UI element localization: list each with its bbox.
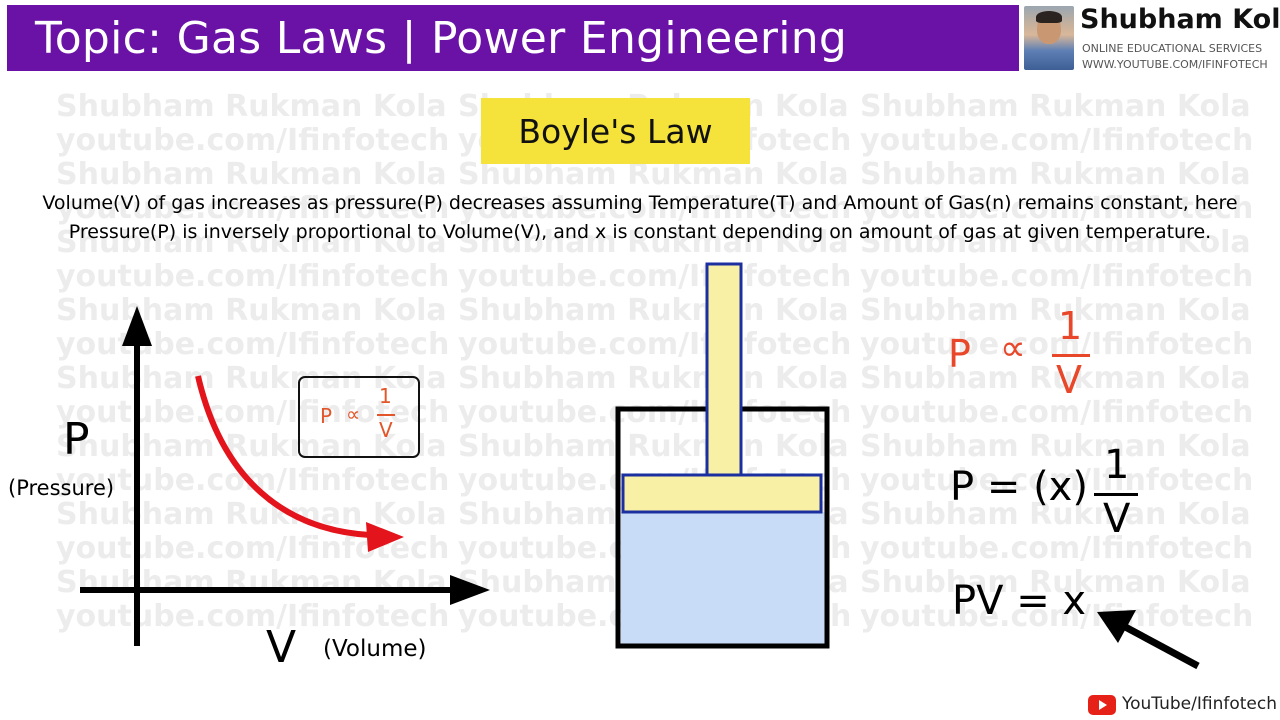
x-axis-word: (Volume) <box>323 636 427 662</box>
watermark-line: youtube.com/Ifinfotech <box>56 123 450 158</box>
watermark-line: Shubham Rukman Kola <box>860 225 1251 260</box>
brand-tagline: ONLINE EDUCATIONAL SERVICES <box>1082 42 1263 55</box>
watermark-line: youtube.com/Ifinfotech <box>458 327 852 362</box>
product-formula: PV = x <box>952 578 1087 624</box>
brand-name: Shubham Kola <box>1080 4 1280 35</box>
law-title: Boyle's Law <box>518 111 713 151</box>
x-axis-symbol: V <box>266 622 297 673</box>
curve-arrowhead <box>366 522 404 552</box>
brand-url: WWW.YOUTUBE.COM/IFINFOTECH <box>1082 58 1268 71</box>
watermark-line: Shubham Rukman Kola <box>458 225 849 260</box>
presenter-hair <box>1036 11 1062 23</box>
box-formula-denominator: V <box>379 418 393 442</box>
piston-head <box>621 473 823 514</box>
watermark-line: youtube.com/Ifinfotech <box>56 259 450 294</box>
law-description: Volume(V) of gas increases as pressure(P… <box>0 189 1280 247</box>
watermark-line: Shubham Rukman Kola <box>56 293 447 328</box>
watermark-line: Shubham Rukman Kola <box>860 361 1251 396</box>
watermark-line: youtube.com/Ifinfotech <box>56 395 450 430</box>
watermark-line: youtube.com/Ifinfotech <box>860 599 1254 634</box>
box-formula-numerator: 1 <box>379 384 392 408</box>
watermark-line: youtube.com/Ifinfotech <box>860 123 1254 158</box>
proportional-formula-denominator: V <box>1056 358 1082 402</box>
pointer-arrowhead <box>1097 610 1136 643</box>
watermark-line: Shubham Rukman Kola <box>458 361 849 396</box>
watermark-line: Shubham Rukman Kola <box>56 157 447 192</box>
watermark-line: Shubham Rukman Kola <box>860 89 1251 124</box>
presenter-photo <box>1024 6 1074 70</box>
watermark-line: youtube.com/Ifinfotech <box>860 259 1254 294</box>
box-formula-lhs: P <box>320 404 333 428</box>
watermark-line: youtube.com/Ifinfotech <box>56 599 450 634</box>
graph-formula-box: P ∝ 1 V <box>298 376 420 458</box>
watermark-line: youtube.com/Ifinfotech <box>458 259 852 294</box>
watermark-line: Shubham Rukman Kola <box>56 497 447 532</box>
equation-lhs: P = (x) <box>950 464 1088 510</box>
watermark-line: Shubham Rukman Kola <box>56 361 447 396</box>
youtube-icon <box>1088 695 1116 715</box>
watermark-line: youtube.com/Ifinfotech <box>56 327 450 362</box>
play-icon <box>1099 700 1107 710</box>
cylinder-wall <box>615 406 830 649</box>
watermark-line: youtube.com/Ifinfotech <box>458 191 852 226</box>
watermark-line: Shubham Rukman Kola <box>860 157 1251 192</box>
watermark-line: youtube.com/Ifinfotech <box>458 395 852 430</box>
law-title-badge: Boyle's Law <box>481 98 750 164</box>
y-axis-arrowhead <box>122 306 152 346</box>
watermark-line: Shubham Rukman Kola <box>56 89 447 124</box>
proportional-formula-fraction-bar <box>1052 354 1090 357</box>
watermark-line: Shubham Rukman Kola <box>458 429 849 464</box>
x-axis-arrowhead <box>450 575 490 605</box>
watermark-line: Shubham Rukman Kola <box>860 497 1251 532</box>
youtube-channel-label: YouTube/Ifinfotech <box>1122 694 1277 714</box>
watermark-line: youtube.com/Ifinfotech <box>860 463 1254 498</box>
watermark-line: Shubham Rukman Kola <box>458 293 849 328</box>
gas-volume <box>621 512 825 644</box>
y-axis-symbol: P <box>63 414 90 465</box>
equation-denominator: V <box>1103 496 1131 542</box>
pointer-arrow-shaft <box>1114 618 1200 670</box>
watermark-line: Shubham Rukman Kola <box>56 565 447 600</box>
description-line-1: Volume(V) of gas increases as pressure(P… <box>42 192 1238 214</box>
y-axis-word: (Pressure) <box>8 476 115 500</box>
watermark-line: Shubham Rukman Kola <box>860 565 1251 600</box>
equation-fraction-bar <box>1094 493 1138 496</box>
watermark-line: youtube.com/Ifinfotech <box>56 191 450 226</box>
watermark-line: youtube.com/Ifinfotech <box>860 191 1254 226</box>
watermark-line: Shubham Rukman Kola <box>860 293 1251 328</box>
pressure-volume-curve <box>195 375 371 538</box>
watermark-line: youtube.com/Ifinfotech <box>860 395 1254 430</box>
equation-numerator: 1 <box>1104 442 1130 488</box>
piston-rod <box>705 262 743 478</box>
box-formula-fraction-bar <box>377 414 395 416</box>
topic-banner: Topic: Gas Laws | Power Engineering <box>7 5 1019 71</box>
description-line-2: Pressure(P) is inversely proportional to… <box>68 221 1212 243</box>
watermark-line: youtube.com/Ifinfotech <box>860 531 1254 566</box>
proportional-formula-relation: ∝ <box>1000 328 1026 369</box>
watermark-line: Shubham Rukman Kola <box>860 429 1251 464</box>
topic-title: Topic: Gas Laws | Power Engineering <box>35 12 848 64</box>
box-formula-relation: ∝ <box>346 402 361 426</box>
watermark-line: Shubham Rukman Kola <box>56 225 447 260</box>
proportional-formula-numerator: 1 <box>1058 304 1083 348</box>
proportional-formula-lhs: P <box>948 332 971 376</box>
